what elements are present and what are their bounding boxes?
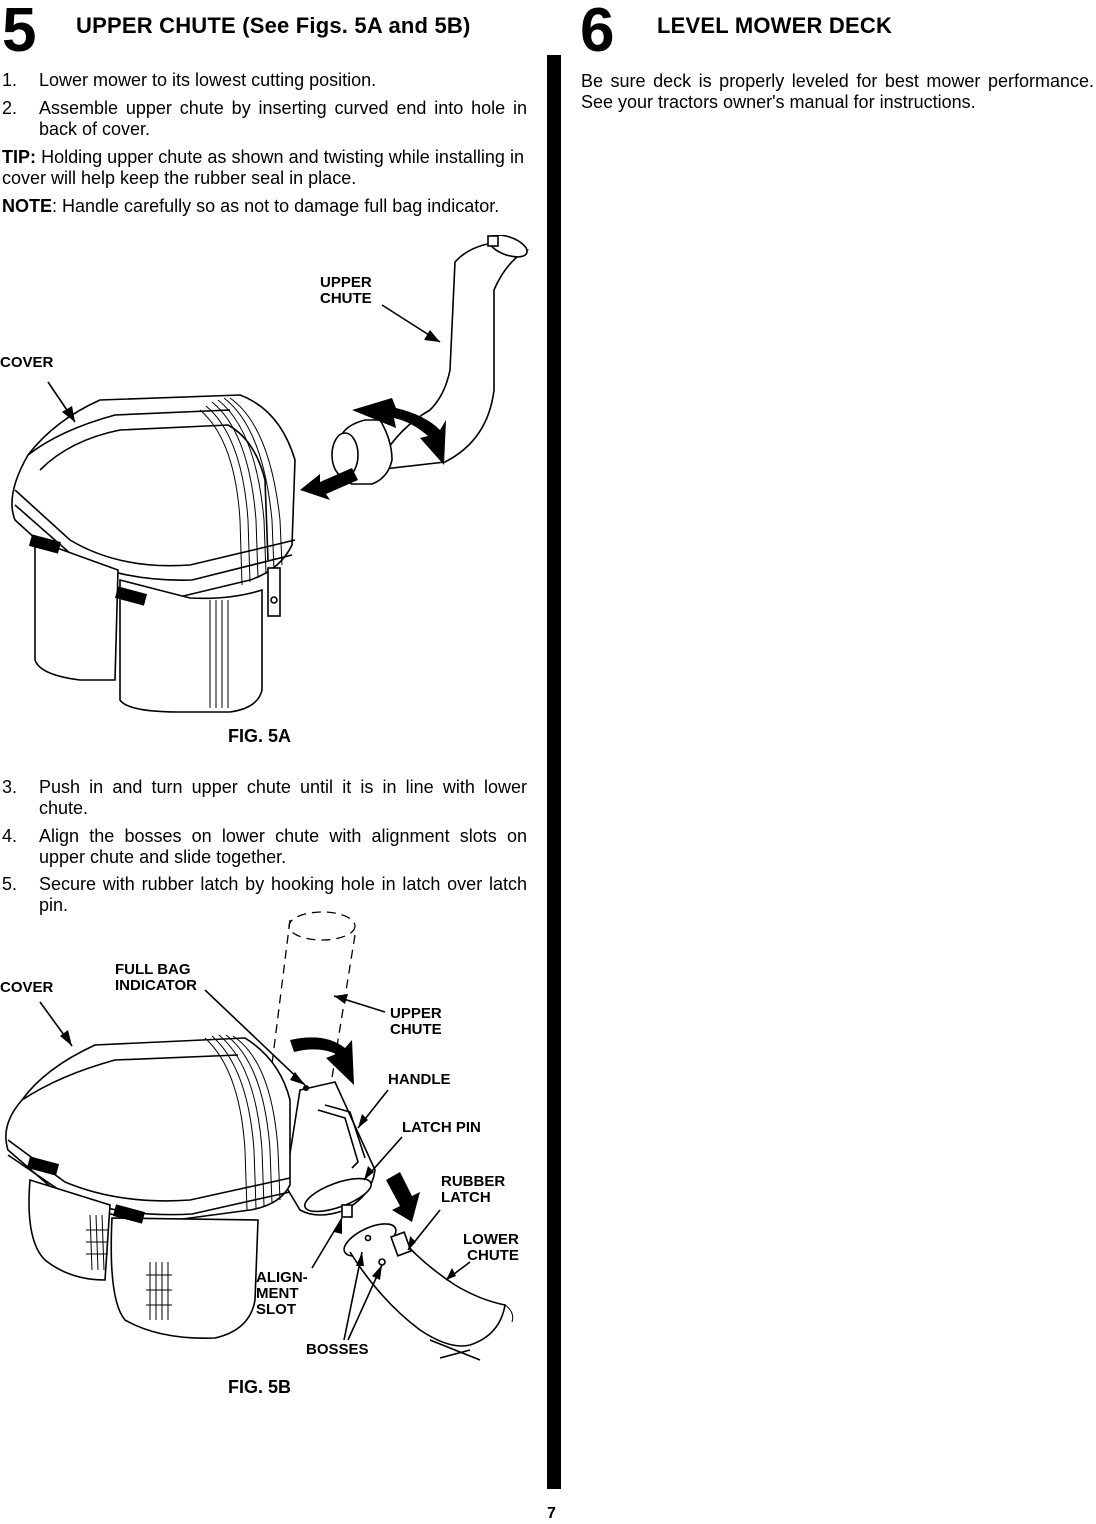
leader-full-bag-indicator — [204, 989, 306, 1086]
label-handle: HANDLE — [388, 1071, 451, 1088]
step-number: 4. — [2, 826, 18, 846]
slide-arrow — [386, 1172, 420, 1222]
tip-text: Holding upper chute as shown and twistin… — [2, 147, 524, 188]
fig-5b-caption: FIG. 5B — [228, 1377, 292, 1397]
step-number: 2. — [2, 98, 18, 118]
leader-alignment-slot — [311, 1217, 343, 1269]
tip-label: TIP: — [2, 147, 36, 167]
step-text: Assemble upper chute by inserting curved… — [39, 98, 527, 139]
step-text: Align the bosses on lower chute with ali… — [39, 826, 527, 867]
note-label: NOTE — [2, 196, 53, 216]
section-5-title: UPPER CHUTE (See Figs. 5A and 5B) — [76, 13, 471, 38]
label-lower-chute: LOWER CHUTE — [463, 1231, 519, 1264]
fig-5b-illustration — [5, 911, 514, 1361]
label-latch-pin: LATCH PIN — [402, 1119, 481, 1136]
upper-chute-drawing — [331, 235, 530, 485]
bagger-cover-drawing-5b — [5, 1034, 291, 1339]
step-text: Push in and turn upper chute until it is… — [39, 777, 527, 818]
label-cover-5b: COVER — [0, 979, 54, 996]
label-bosses: BOSSES — [306, 1341, 369, 1358]
bagger-cover-drawing — [11, 394, 296, 713]
step-text: Lower mower to its lowest cutting positi… — [39, 70, 377, 90]
step-5: 5. Secure with rubber latch by hooking h… — [2, 874, 527, 916]
step-text: Secure with rubber latch by hooking hole… — [39, 874, 527, 915]
note-paragraph: NOTE: Handle carefully so as not to dama… — [2, 196, 524, 217]
step-1: 1. Lower mower to its lowest cutting pos… — [2, 70, 527, 91]
column-divider — [547, 55, 561, 1489]
step-number: 1. — [2, 70, 18, 90]
rotate-arrow-5b — [290, 1037, 354, 1085]
step-number: 3. — [2, 777, 18, 797]
label-alignment-slot: ALIGN- MENT SLOT — [256, 1269, 308, 1318]
label-full-bag-indicator: FULL BAG INDICATOR — [115, 961, 197, 994]
push-arrow — [300, 468, 358, 500]
section-6-number: 6 — [580, 0, 615, 65]
label-rubber-latch: RUBBER LATCH — [441, 1173, 506, 1206]
tip-paragraph: TIP: Holding upper chute as shown and tw… — [2, 147, 524, 189]
section-6-title: LEVEL MOWER DECK — [657, 13, 893, 38]
rotate-arrow — [352, 398, 446, 465]
note-text: : Handle carefully so as not to damage f… — [52, 196, 500, 216]
step-2: 2. Assemble upper chute by inserting cur… — [2, 98, 527, 140]
upper-chute-section — [284, 1081, 376, 1218]
fig-5a-caption: FIG. 5A — [228, 726, 292, 746]
step-4: 4. Align the bosses on lower chute with … — [2, 826, 527, 868]
label-upper-chute-5a: UPPER CHUTE — [320, 274, 372, 307]
step-number: 5. — [2, 874, 18, 894]
label-cover-5a: COVER — [0, 354, 54, 371]
lower-chute-drawing — [343, 1223, 514, 1361]
fig-5a-illustration — [11, 235, 530, 713]
section-6-text: Be sure deck is properly leveled for bes… — [581, 71, 1094, 112]
page-number: 7 — [547, 1505, 556, 1522]
upper-chute-phantom — [269, 911, 356, 1091]
section-5-number: 5 — [2, 0, 37, 65]
label-upper-chute-5b: UPPER CHUTE — [390, 1005, 442, 1038]
step-3: 3. Push in and turn upper chute until it… — [2, 777, 527, 819]
